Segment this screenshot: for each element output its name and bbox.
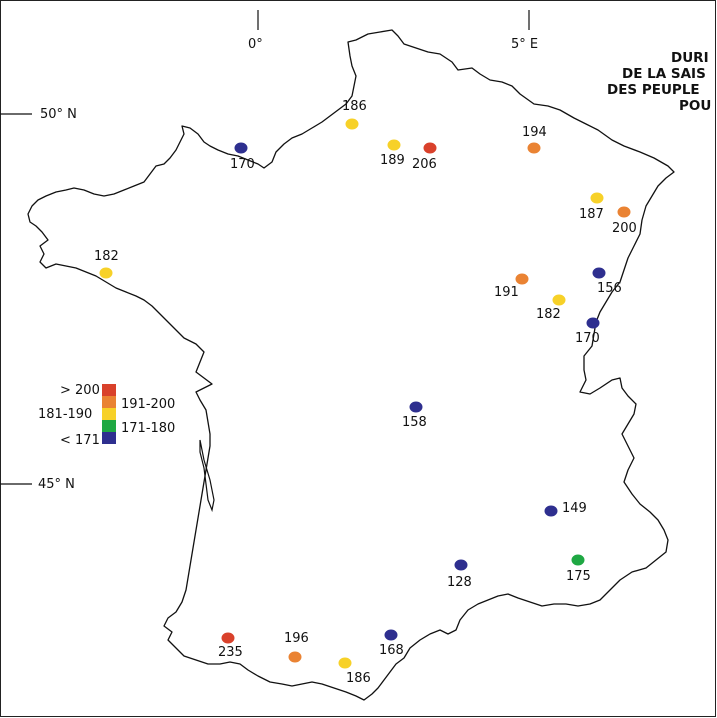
legend-label-171-180: 171-180 (121, 421, 175, 436)
legend-swatch-191-200 (102, 396, 116, 408)
label-lon-0: 0° (248, 37, 263, 52)
legend-swatch-171-180 (102, 420, 116, 432)
station-dot (515, 273, 529, 285)
station-value: 191 (494, 285, 519, 300)
station-dot (338, 657, 352, 669)
label-lat-50n: 50° N (40, 107, 77, 122)
gironde-estuary (199, 439, 215, 513)
station-value: 206 (412, 157, 437, 172)
station-value: 149 (562, 501, 587, 516)
station-value: 194 (522, 125, 547, 140)
station-value: 170 (230, 157, 255, 172)
station-value: 200 (612, 221, 637, 236)
label-lat-45n: 45° N (38, 477, 75, 492)
station-dot (571, 554, 585, 566)
station-dot (586, 317, 600, 329)
station-dot (527, 142, 541, 154)
station-value: 175 (566, 569, 591, 584)
station-dot (384, 629, 398, 641)
station-dot (423, 142, 437, 154)
station-value: 168 (379, 643, 404, 658)
title-line-2: DE LA SAIS (622, 66, 706, 82)
station-value: 156 (597, 281, 622, 296)
station-dot (387, 139, 401, 151)
station-dot (544, 505, 558, 517)
station-dot (592, 267, 606, 279)
station-value: 170 (575, 331, 600, 346)
station-dot (454, 559, 468, 571)
station-value: 186 (346, 671, 371, 686)
station-value: 158 (402, 415, 427, 430)
station-dot (234, 142, 248, 154)
station-dot (99, 267, 113, 279)
france-outline (27, 29, 675, 701)
station-value: 128 (447, 575, 472, 590)
station-value: 182 (94, 249, 119, 264)
station-dot (345, 118, 359, 130)
station-value: 182 (536, 307, 561, 322)
station-dot (552, 294, 566, 306)
legend-label-191-200: 191-200 (121, 397, 175, 412)
station-markers: 186 189 206 170 194 187 200 182 156 191 182 170 158 1… (94, 99, 637, 686)
station-dot (409, 401, 423, 413)
station-value: 189 (380, 153, 405, 168)
title-line-1: DURI (671, 50, 709, 66)
label-lon-5e: 5° E (511, 37, 538, 52)
legend-swatch-gt200 (102, 384, 116, 396)
station-dot (221, 632, 235, 644)
station-value: 235 (218, 645, 243, 660)
legend-label-181-190: 181-190 (38, 407, 92, 422)
station-dot (288, 651, 302, 663)
title-line-4: POU (679, 98, 711, 114)
station-dot (617, 206, 631, 218)
station-value: 196 (284, 631, 309, 646)
title-line-3: DES PEUPLE (607, 82, 700, 98)
station-value: 186 (342, 99, 367, 114)
legend-swatch-lt171 (102, 432, 116, 444)
legend-label-gt200: > 200 (60, 383, 100, 398)
station-value: 187 (579, 207, 604, 222)
legend-swatch-181-190 (102, 408, 116, 420)
legend-label-lt171: < 171 (60, 433, 100, 448)
station-dot (590, 192, 604, 204)
